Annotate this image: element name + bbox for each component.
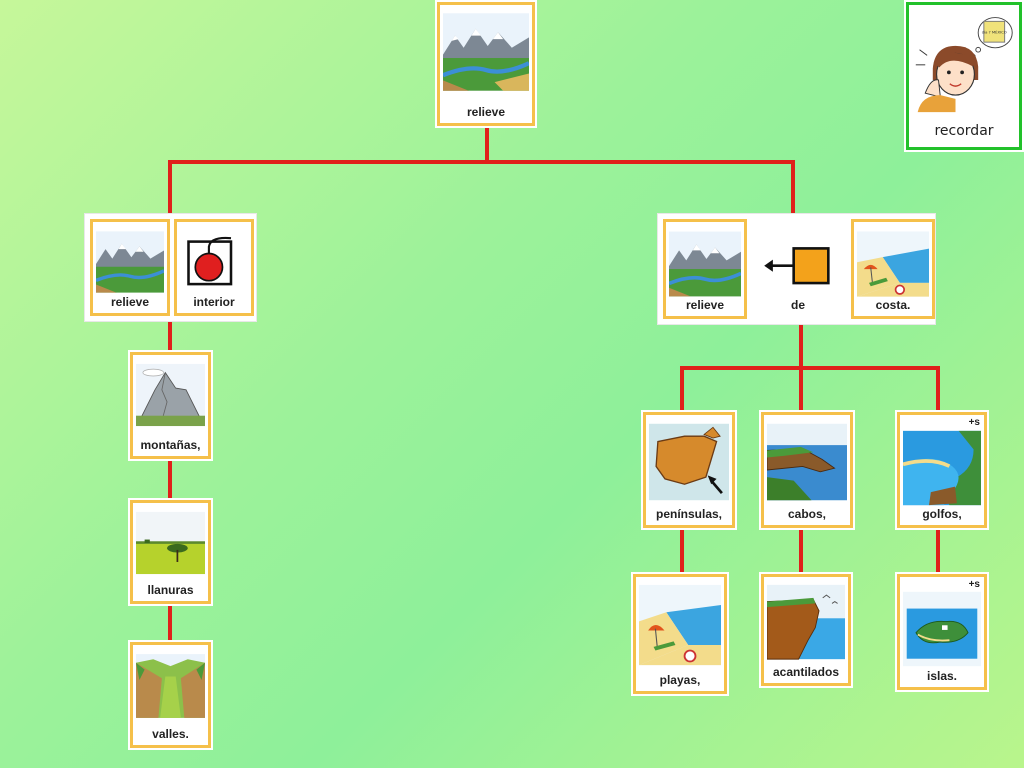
beach-icon	[639, 581, 721, 669]
from-arrow-square-icon	[759, 226, 837, 302]
relieve-subcard: relieve	[663, 219, 747, 319]
relieve-de-costa-card[interactable]: relieve de costa.	[658, 214, 935, 324]
cliff-icon	[767, 581, 845, 663]
root-relieve-card[interactable]: relieve	[435, 0, 537, 128]
llanuras-card[interactable]: llanuras	[128, 498, 213, 606]
coast-item-label: acantilados	[772, 665, 840, 679]
beach-icon	[857, 226, 929, 302]
relieve-interior-card[interactable]: relieve interior	[85, 214, 256, 321]
coast-word3-label: costa.	[875, 298, 911, 312]
relieve-subcard: relieve	[90, 219, 170, 316]
mountain-icon	[136, 359, 205, 431]
gulf-icon	[903, 425, 981, 511]
valles-card[interactable]: valles.	[128, 640, 213, 750]
valley-icon	[136, 649, 205, 723]
playas-card[interactable]: playas,	[631, 572, 729, 696]
recordar-card[interactable]: día ? MÉXICO recordar	[904, 0, 1024, 152]
coast-word1-label: relieve	[685, 298, 725, 312]
cabos-card[interactable]: cabos,	[759, 410, 855, 530]
costa-subcard: costa.	[851, 219, 935, 319]
montanas-card[interactable]: montañas,	[128, 350, 213, 461]
interior-item-label: llanuras	[147, 583, 194, 597]
de-subcard: de	[753, 219, 843, 319]
coast-item-label: penínsulas,	[655, 507, 723, 521]
acantilados-card[interactable]: acantilados	[759, 572, 853, 688]
cape-icon	[767, 419, 847, 505]
inside-red-circle-icon	[180, 226, 248, 298]
interior-item-label: montañas,	[140, 438, 201, 452]
root-label: relieve	[466, 105, 506, 119]
coast-item-label: cabos,	[787, 507, 826, 521]
coast-item-label: playas,	[659, 673, 701, 687]
landscape-icon	[669, 226, 741, 302]
golfos-card[interactable]: +s golfos,	[895, 410, 989, 530]
plural-marker: +s	[968, 417, 980, 428]
coast-word2-label: de	[790, 298, 805, 312]
coast-item-label: islas.	[926, 669, 958, 683]
plural-marker: +s	[968, 579, 980, 590]
interior-item-label: valles.	[152, 727, 189, 741]
plain-icon	[136, 507, 205, 579]
landscape-icon	[96, 226, 164, 298]
peninsulas-card[interactable]: penínsulas,	[641, 410, 737, 530]
interior-subcard: interior	[174, 219, 254, 316]
coast-item-label: golfos,	[922, 507, 962, 521]
island-icon	[903, 587, 981, 671]
peninsula-map-icon	[649, 419, 729, 505]
recordar-label: recordar	[934, 123, 994, 139]
islas-card[interactable]: +s islas.	[895, 572, 989, 692]
landscape-icon	[443, 9, 529, 95]
interior-word1-label: relieve	[110, 295, 150, 309]
interior-word2-label: interior	[193, 295, 235, 309]
reminder-note-text: día ? MÉXICO	[982, 30, 1007, 35]
remember-person-icon: día ? MÉXICO	[912, 9, 1016, 115]
